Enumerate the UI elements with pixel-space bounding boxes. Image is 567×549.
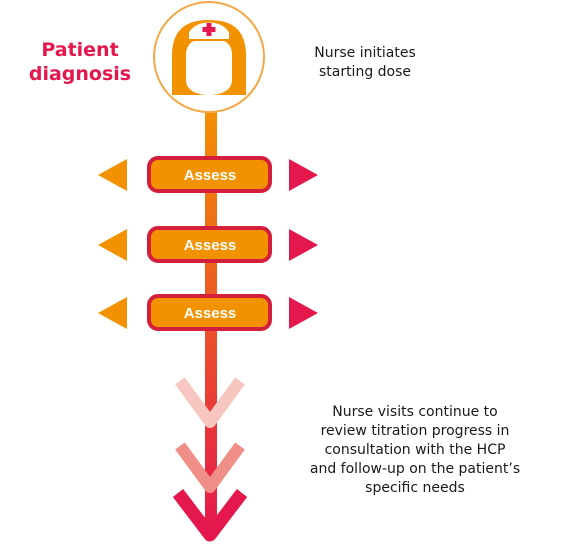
assess-box bbox=[147, 294, 272, 331]
assess-label: Assess bbox=[184, 305, 237, 322]
assess-label: Assess bbox=[184, 167, 237, 184]
chevron-down-icon bbox=[175, 377, 245, 428]
right-arrow-icon bbox=[289, 159, 318, 191]
nurse-icon bbox=[153, 1, 265, 113]
assess-label: Assess bbox=[184, 237, 237, 254]
left-arrow-icon bbox=[98, 159, 127, 191]
chevron-down-icon bbox=[172, 489, 248, 542]
assess-box bbox=[147, 226, 272, 263]
left-arrow-icon bbox=[98, 297, 127, 329]
assess-step-1: Assess bbox=[98, 156, 318, 193]
assess-step-2: Assess bbox=[98, 226, 318, 263]
patient-diagnosis-label: Patient diagnosis bbox=[28, 39, 132, 85]
end-note: Nurse visits continue to review titratio… bbox=[309, 404, 521, 496]
chevron-down-icon bbox=[175, 442, 245, 493]
assess-step-3: Assess bbox=[98, 294, 318, 331]
assess-box bbox=[147, 156, 272, 193]
left-arrow-icon bbox=[98, 229, 127, 261]
start-note: Nurse initiates starting dose bbox=[314, 45, 416, 80]
right-arrow-icon bbox=[289, 229, 318, 261]
right-arrow-icon bbox=[289, 297, 318, 329]
